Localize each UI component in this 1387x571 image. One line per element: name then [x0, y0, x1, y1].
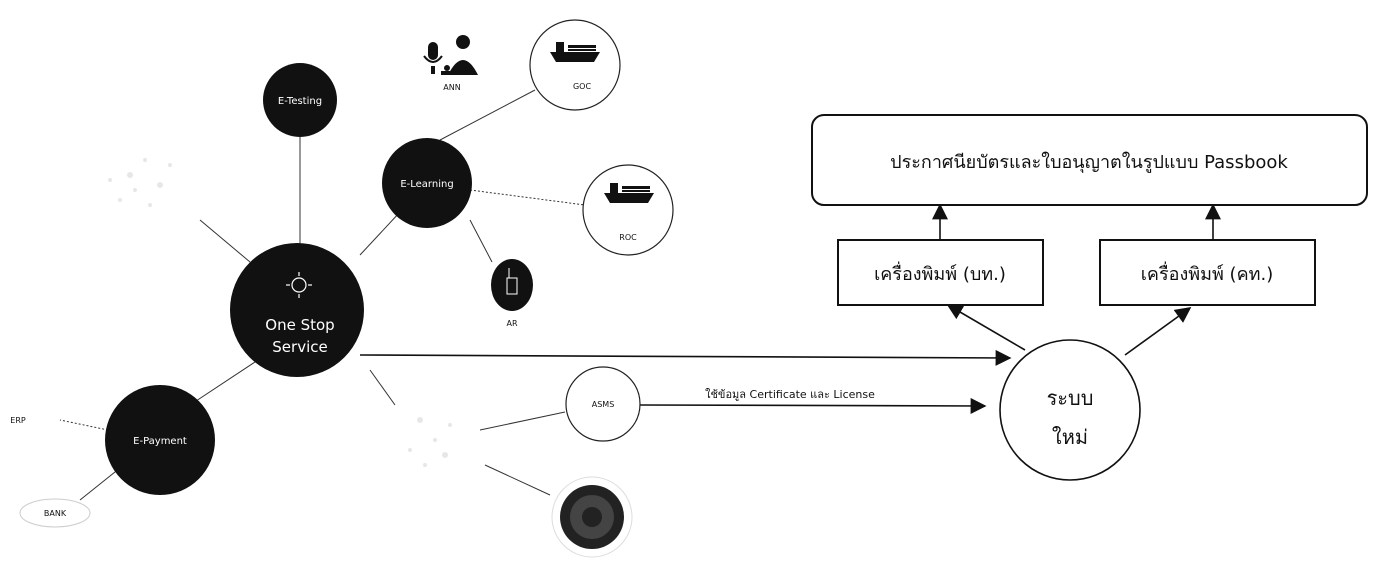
cloud-icon [408, 417, 452, 467]
svg-text:BANK: BANK [44, 509, 67, 518]
svg-text:ใหม่: ใหม่ [1052, 425, 1088, 449]
output-passbook-box[interactable]: ประกาศนียบัตรและใบอนุญาตในรูปแบบ Passboo… [811, 114, 1368, 206]
svg-text:E-Testing: E-Testing [278, 96, 322, 107]
svg-text:GOC: GOC [573, 82, 591, 91]
node-e-learning[interactable]: E-Learning [382, 138, 472, 228]
svg-text:เครื่องพิมพ์ (คท.): เครื่องพิมพ์ (คท.) [1141, 261, 1273, 285]
svg-text:เครื่องพิมพ์ (บท.): เครื่องพิมพ์ (บท.) [874, 261, 1006, 285]
edge-label-asms: ใช้ข้อมูล Certificate และ License [705, 388, 875, 401]
svg-text:E-Learning: E-Learning [400, 179, 453, 190]
printer-box-left[interactable]: เครื่องพิมพ์ (บท.) [837, 239, 1044, 306]
node-e-payment[interactable]: E-Payment [105, 385, 215, 495]
svg-text:ANN: ANN [443, 83, 460, 92]
node-roc[interactable]: ROC [582, 164, 674, 256]
connector-lines [59, 89, 586, 501]
svg-text:AR: AR [506, 319, 517, 328]
svg-text:ASMS: ASMS [592, 400, 615, 409]
node-erp[interactable]: ERP [10, 416, 26, 425]
node-asms[interactable]: ASMS [565, 366, 641, 442]
flow-arrows [359, 203, 1221, 414]
svg-text:ประกาศนียบัตรและใบอนุญาตในรูปแ: ประกาศนียบัตรและใบอนุญาตในรูปแบบ Passboo… [890, 151, 1288, 173]
seal-icon [551, 476, 633, 558]
hub-one-stop-service[interactable]: One Stop Service [230, 243, 364, 377]
svg-text:One Stop: One Stop [265, 316, 334, 334]
svg-text:E-Payment: E-Payment [133, 436, 187, 447]
node-ann[interactable]: ANN [423, 35, 478, 92]
node-ar[interactable]: AR [491, 259, 533, 328]
radio-icon [506, 268, 518, 295]
node-bank[interactable]: BANK [19, 498, 91, 528]
node-new-system[interactable]: ระบบ ใหม่ [999, 339, 1141, 481]
svg-text:ROC: ROC [619, 233, 637, 242]
cloud-icon [108, 158, 172, 207]
microphone-icon [423, 42, 443, 74]
svg-text:ระบบ: ระบบ [1047, 386, 1094, 410]
node-goc[interactable]: GOC [529, 19, 621, 111]
ship-icon [550, 42, 600, 62]
svg-text:ERP: ERP [10, 416, 26, 425]
ship-icon [604, 183, 654, 203]
printer-box-right[interactable]: เครื่องพิมพ์ (คท.) [1099, 239, 1316, 306]
svg-text:Service: Service [272, 338, 327, 356]
node-e-testing[interactable]: E-Testing [263, 63, 337, 137]
person-icon [441, 35, 478, 75]
gear-icon [286, 272, 312, 298]
